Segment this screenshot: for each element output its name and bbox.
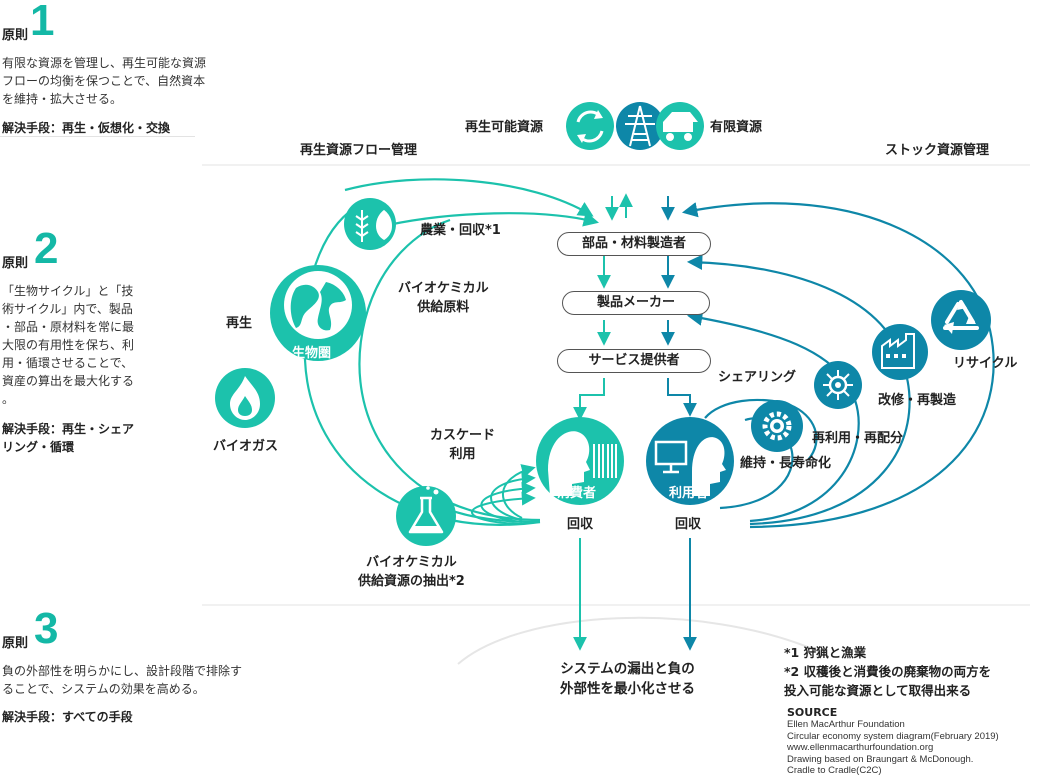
principle-3-label: 原則 (2, 636, 29, 651)
flask-icon (396, 486, 456, 546)
service-provider-node: サービス提供者 (557, 349, 711, 373)
boundary-arc (457, 616, 821, 665)
collect-right-label: 回収 (675, 517, 702, 532)
principle-1-heading: 原則 1 (2, 0, 247, 45)
consumer-label: 消費者 (557, 486, 597, 501)
right-flow-label: ストック資源管理 (885, 143, 990, 158)
flow-biochem-loop (358, 218, 541, 522)
factory-icon (872, 324, 928, 380)
cascade-wave-4 (471, 491, 536, 525)
finite-label: 有限資源 (710, 120, 763, 135)
regen-label: 再生 (226, 316, 253, 331)
biogas-label: バイオガス (213, 439, 279, 454)
recycle-icon (566, 102, 614, 150)
principle-2-text: 「生物サイクル」と「技 術サイクル」内で、製品 ・部品・原材料を常に最 大限の有… (2, 284, 135, 406)
principle-1-means: 解決手段：再生・仮想化・交換 (2, 121, 171, 135)
maintain-label: 維持・長寿命化 (740, 456, 832, 471)
principle-3-means: 解決手段：すべての手段 (2, 710, 133, 724)
flow-regen-loop (303, 204, 541, 526)
loop-recycle (681, 202, 995, 529)
arrow-service-consumer (573, 378, 605, 421)
principle-1-divider (0, 136, 195, 137)
user-label: 利用者 (669, 486, 709, 501)
footnotes: *1 狩猟と漁業 *2 収穫後と消費後の廃棄物の両方を 投入可能な資源として取得… (784, 645, 992, 698)
principle-3-number: 3 (34, 604, 59, 653)
person-barcode-icon (536, 417, 624, 505)
source-lines: Ellen MacArthur Foundation Circular econ… (787, 719, 999, 776)
principle-1-text: 有限な資源を管理し、再生可能な資源 フローの均衡を保つことで、自然資本 を維持・… (2, 56, 207, 106)
wheat-fish-icon (344, 198, 396, 250)
principle-3-heading: 原則 3 (2, 604, 292, 653)
minimize-leak-label: システムの漏出と負の 外部性を最小化させる (560, 661, 695, 697)
source-title: SOURCE (787, 706, 838, 719)
refurb-label: 改修・再製造 (878, 393, 957, 408)
gear-icon (751, 400, 803, 452)
principle-2-means: 解決手段：再生・シェア リング・循環 (2, 422, 135, 454)
recycle-triangle-icon (931, 290, 991, 350)
principle-1: 原則 1 有限な資源を管理し、再生可能な資源 フローの均衡を保つことで、自然資本… (2, 0, 247, 137)
flow-biosphere-to-parts (344, 178, 594, 217)
circuit-icon (814, 361, 862, 409)
principle-3: 原則 3 負の外部性を明らかにし、設計段階で排除す ることで、システムの効果を高… (2, 604, 292, 726)
biosphere-label: 生物圏 (292, 346, 332, 361)
principle-3-text: 負の外部性を明らかにし、設計段階で排除す ることで、システムの効果を高める。 (2, 664, 243, 696)
power-tower-icon (616, 102, 664, 150)
principle-2-number: 2 (34, 224, 59, 273)
biochem-feed-label: バイオケミカル 供給原料 (398, 281, 489, 315)
principle-1-label: 原則 (2, 28, 29, 43)
cascade-label: カスケード 利用 (430, 428, 496, 462)
principle-2-label: 原則 (2, 256, 29, 271)
left-flow-label: 再生資源フロー管理 (300, 143, 418, 158)
arrow-service-user (667, 378, 697, 417)
principle-1-number: 1 (30, 0, 55, 45)
globe-icon (270, 265, 366, 361)
principle-2: 原則 2 「生物サイクル」と「技 術サイクル」内で、製品 ・部品・原材料を常に最… (2, 224, 162, 456)
product-maker-node: 製品メーカー (562, 291, 710, 315)
recycle-label: リサイクル (953, 356, 1018, 371)
sharing-label: シェアリング (718, 370, 797, 385)
collect-left-label: 回収 (567, 517, 594, 532)
agri-label: 農業・回収*1 (420, 223, 501, 238)
mining-truck-icon (656, 102, 704, 150)
reuse-label: 再利用・再配分 (812, 431, 904, 446)
parts-maker-node: 部品・材料製造者 (557, 232, 711, 256)
extraction-label: バイオケミカル 供給資源の抽出*2 (358, 555, 465, 589)
source-block: SOURCE Ellen MacArthur Foundation Circul… (787, 706, 1037, 777)
person-monitor-icon (646, 417, 734, 505)
cascade-wave-2 (490, 471, 536, 521)
renewable-label: 再生可能資源 (465, 120, 544, 135)
flow-agri-to-parts (387, 211, 599, 227)
cascade-wave-1 (502, 464, 536, 519)
principle-2-heading: 原則 2 (2, 224, 162, 273)
flame-icon (215, 368, 275, 428)
